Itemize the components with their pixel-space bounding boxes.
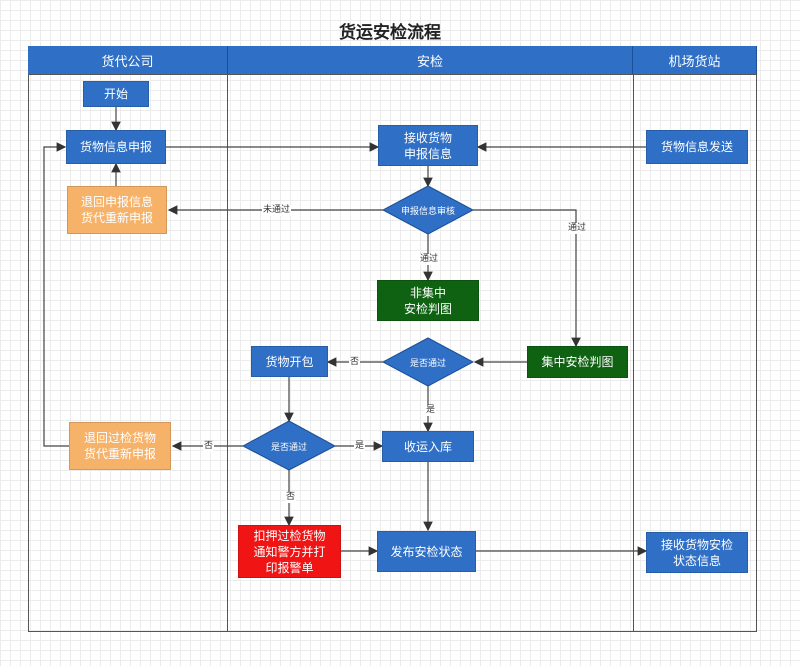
publish-node: 发布安检状态 (377, 531, 476, 572)
pass-check-2-label: 是否通过 (270, 442, 307, 453)
lane-cargo-station (633, 74, 757, 632)
return-inspect-node: 退回过检货物 货代重新申报 (69, 422, 171, 470)
edge-label-yes-storage2: 是 (354, 441, 366, 452)
declare-node: 货物信息申报 (66, 130, 166, 164)
edge-review-central (473, 209, 581, 348)
lane-header-cargo-station: 机场货站 (633, 46, 757, 74)
diamond-pass2 (241, 420, 337, 471)
diamond-pass1 (381, 337, 475, 387)
receive-status-node: 接收货物安检 状态信息 (646, 532, 748, 573)
pass-check-1-label: 是否通过 (409, 358, 446, 369)
lane-header-forwarder: 货代公司 (28, 46, 228, 74)
edge-label-no-unpack: 否 (349, 357, 361, 368)
unpack-node: 货物开包 (251, 346, 328, 377)
return-declare-node: 退回申报信息 货代重新申报 (67, 186, 167, 234)
review-decision-label: 申报信息审核 (400, 206, 455, 217)
edge-label-passed-right: 通过 (567, 223, 588, 234)
storage-node: 收运入库 (382, 431, 474, 462)
send-node: 货物信息发送 (646, 130, 748, 164)
diamond-review (381, 185, 475, 235)
receive-node: 接收货物 申报信息 (378, 125, 478, 166)
lane-header-security: 安检 (228, 46, 633, 74)
edge-label-not-passed: 未通过 (262, 205, 292, 216)
edge-label-yes-storage: 是 (425, 405, 437, 416)
central-node: 集中安检判图 (527, 346, 628, 378)
start-node: 开始 (83, 81, 149, 107)
diagram-title: 货运安检流程 (339, 23, 441, 43)
edge-return-loop (43, 142, 69, 447)
edge-label-no-detain: 否 (285, 492, 297, 503)
non-central-node: 非集中 安检判图 (377, 280, 479, 321)
edge-label-passed-down: 通过 (419, 254, 440, 265)
edge-label-no-return: 否 (203, 441, 215, 452)
detain-node: 扣押过检货物 通知警方并打 印报警单 (238, 525, 341, 578)
